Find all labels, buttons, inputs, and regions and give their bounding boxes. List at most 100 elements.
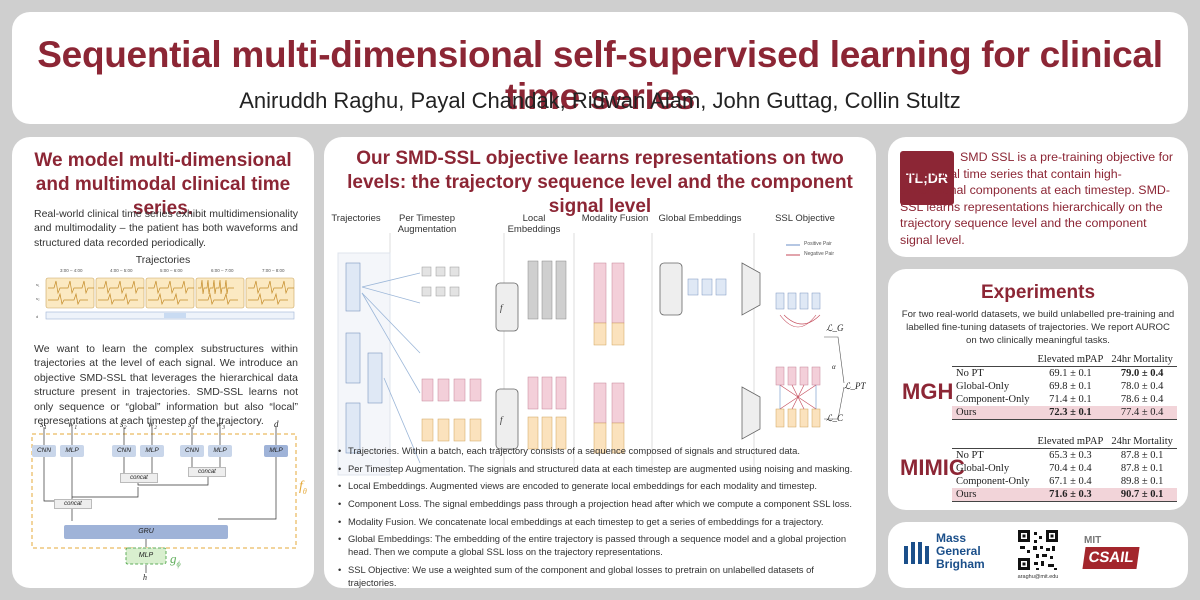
left-panel: We model multi-dimensional and multimoda…: [12, 137, 314, 588]
svg-text:f: f: [500, 415, 504, 425]
experiments-intro: For two real-world datasets, we build un…: [901, 309, 1175, 346]
column-header: 24hr Mortality: [1111, 354, 1173, 365]
gru-block: GRU: [138, 528, 154, 535]
trajectory-strip: 3:00 – 4:00 4:00 – 5:00 5:00 – 6:00 6:00…: [34, 268, 298, 324]
time-tick: 6:00 – 7:00: [211, 268, 234, 273]
time-tick: 7:00 – 8:00: [262, 268, 285, 273]
cnn-block: CNN: [180, 445, 204, 457]
value-cell: 87.8 ± 0.1: [1120, 450, 1164, 461]
column-header: Trajectories: [331, 213, 381, 224]
poster-title: Sequential multi-dimensional self-superv…: [37, 34, 1163, 117]
table-row-ours: Ours 72.3 ± 0.1 77.4 ± 0.4: [952, 406, 1177, 420]
dataset-label-mgh: MGH: [902, 379, 954, 404]
pipeline-bullets: Trajectories. Within a batch, each traje…: [338, 445, 864, 588]
value-cell: 87.8 ± 0.1: [1120, 463, 1164, 474]
value-cell: 78.6 ± 0.4: [1120, 394, 1164, 405]
experiments-panel: Experiments For two real-world datasets,…: [888, 269, 1188, 510]
mlp-block: MLP: [264, 445, 288, 457]
value-cell: 65.3 ± 0.3: [1049, 450, 1092, 461]
bullet-item: SSL Objective: We use a weighted sum of …: [338, 564, 864, 588]
method-cell: Ours: [952, 406, 1034, 420]
value-cell: 77.4 ± 0.4: [1107, 406, 1177, 420]
title-card: Sequential multi-dimensional self-superv…: [12, 12, 1188, 124]
column-header: Global Embeddings: [658, 213, 742, 224]
method-cell: Component-Only: [956, 476, 1030, 487]
legend-positive: Positive Pair: [804, 241, 832, 247]
trajectories-label: Trajectories: [135, 254, 191, 266]
column-header: Per Timestep Augmentation: [397, 213, 457, 235]
value-cell: 90.7 ± 0.1: [1107, 488, 1177, 502]
loss-global-label: ℒ_G: [826, 323, 844, 333]
poster-authors: Aniruddh Raghu, Payal Chandak, Ridwan Al…: [239, 88, 961, 113]
tldr-badge: TL;DR: [900, 151, 954, 205]
table-row: No PT 69.1 ± 0.1 79.0 ± 0.4: [952, 367, 1177, 381]
column-header: Elevated mPAP: [1037, 436, 1104, 447]
qr-code-icon[interactable]: [1016, 528, 1060, 572]
input-w2: w₂: [148, 419, 158, 429]
alpha-label: α: [832, 363, 836, 371]
value-cell: 70.4 ± 0.4: [1049, 463, 1092, 474]
method-cell: Global-Only: [956, 463, 1010, 474]
mgb-wordmark: Mass General Brigham: [936, 531, 985, 572]
smd-ssl-pipeline-diagram: ff: [337, 233, 845, 476]
concat-block: concat: [188, 467, 226, 477]
value-cell: 67.1 ± 0.4: [1049, 476, 1092, 487]
bullet-item: Local Embeddings. Augmented views are en…: [338, 480, 864, 493]
time-tick: 5:00 – 6:00: [160, 268, 183, 273]
bullet-item: Trajectories. Within a batch, each traje…: [338, 445, 864, 458]
projection-mlp-block: MLP: [138, 552, 154, 559]
loss-component-label: ℒ_C: [826, 413, 843, 423]
table-row: Component-Only 71.4 ± 0.1 78.6 ± 0.4: [952, 393, 1177, 406]
column-header: Elevated mPAP: [1037, 354, 1104, 365]
encoder-architecture-diagram: s₁ w₁ s₂ w₂ s₃ w₃ d CNN MLP CNN MLP CNN …: [28, 419, 312, 584]
table-row: Component-Only 67.1 ± 0.4 89.8 ± 0.1: [952, 475, 1177, 488]
input-s1: s₁: [40, 419, 47, 429]
cnn-block: CNN: [112, 445, 136, 457]
center-section-title: Our SMD-SSL objective learns representat…: [347, 148, 853, 217]
mit-wordmark: MIT: [1084, 535, 1102, 546]
method-cell: Component-Only: [956, 394, 1030, 405]
value-cell: 78.0 ± 0.4: [1120, 381, 1164, 392]
cnn-block: CNN: [32, 445, 56, 457]
contact-email[interactable]: araghu@mit.edu: [1017, 574, 1059, 580]
csail-logo: CSAIL: [1082, 547, 1140, 569]
bullet-item: Component Loss. The signal embeddings pa…: [338, 498, 864, 511]
table-header-row: Elevated mPAP 24hr Mortality: [952, 435, 1177, 449]
method-cell: Ours: [952, 488, 1034, 502]
left-paragraph-2: We want to learn the complex substructur…: [34, 343, 298, 428]
value-cell: 69.1 ± 0.1: [1049, 368, 1092, 379]
dataset-label-mimic: MIMIC: [900, 455, 965, 480]
value-cell: 71.6 ± 0.3: [1033, 488, 1108, 502]
loss-total-label: ℒ_PT: [844, 381, 866, 391]
left-paragraph-1: Real-world clinical time series exhibit …: [34, 208, 298, 249]
table-row: No PT 65.3 ± 0.3 87.8 ± 0.1: [952, 449, 1177, 463]
f-theta-label: fθ: [299, 479, 307, 496]
bullet-item: Global Embeddings: The embedding of the …: [338, 533, 864, 558]
input-w1: w₁: [68, 419, 78, 429]
output-h: h: [143, 573, 147, 582]
mlp-block: MLP: [60, 445, 84, 457]
value-cell: 69.8 ± 0.1: [1049, 381, 1092, 392]
logos-panel: Mass General Brigham araghu@mit.edu MIT …: [888, 522, 1188, 588]
g-phi-label: gϕ: [170, 551, 181, 569]
concat-block: concat: [54, 499, 92, 509]
input-d: d: [274, 419, 279, 429]
left-section-title: We model multi-dimensional and multimoda…: [34, 150, 292, 219]
tldr-text: SMD SSL is a pre-training objective for …: [900, 150, 1174, 248]
legend-negative: Negative Pair: [804, 251, 835, 257]
concat-block: concat: [120, 473, 158, 483]
value-cell: 79.0 ± 0.4: [1120, 368, 1164, 379]
table-row: Global-Only 70.4 ± 0.4 87.8 ± 0.1: [952, 462, 1177, 475]
svg-text:d: d: [36, 314, 38, 319]
table-row-ours: Ours 71.6 ± 0.3 90.7 ± 0.1: [952, 488, 1177, 502]
table-header-row: Elevated mPAP 24hr Mortality: [952, 353, 1177, 367]
svg-text:f: f: [500, 303, 504, 313]
mlp-block: MLP: [208, 445, 232, 457]
pipeline-column-headers: Trajectories Per Timestep Augmentation L…: [324, 213, 876, 239]
method-cell: Global-Only: [956, 381, 1010, 392]
mlp-block: MLP: [140, 445, 164, 457]
svg-text:s₂: s₂: [36, 296, 40, 301]
input-s2: s₂: [120, 419, 127, 429]
value-cell: 89.8 ± 0.1: [1120, 476, 1164, 487]
